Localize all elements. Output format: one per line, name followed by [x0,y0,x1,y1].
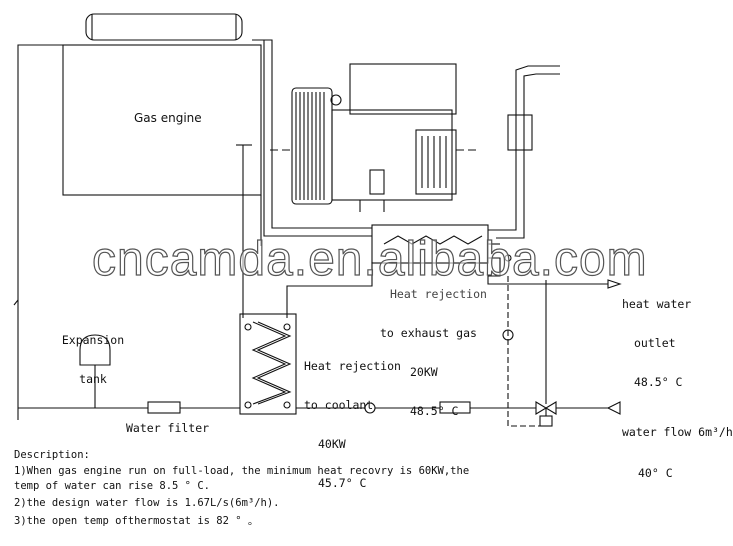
outlet-arrow [607,279,622,289]
coolant-line-2: to coolant [304,398,374,412]
description-line-1: 1)When gas engine run on full-load, the … [14,465,470,477]
exhaust-silencer [507,114,533,151]
expansion-tank-line-1: Expansion [61,333,125,347]
water-filter-label: Water filter [126,421,210,435]
inlet-arrow [606,401,621,415]
description-line-2: temp of water can rise 8.5 ° C. [14,480,210,492]
inlet-label: water flow 6m³/h 40° C [622,400,733,493]
outlet-line-2: outlet [634,336,676,350]
exhaust-heat-label: Heat rejection to exhaust gas 20KW 48.5°… [380,262,487,431]
generator-housing [349,63,457,115]
description-line-4: 3)the open temp ofthermostat is 82 ° 。 [14,515,259,527]
inlet-line-1: water flow 6m³/h [622,425,733,439]
outlet-label: heat water outlet 48.5° C [622,272,691,402]
radiator-tube [85,13,243,41]
gas-engine-block [62,44,262,196]
exhaust-line-2: to exhaust gas [380,326,477,340]
coolant-line-4: 45.7° C [318,476,367,490]
exhaust-line-3: 20KW [410,365,438,379]
description-line-3: 2)the design water flow is 1.67L/s(6m³/h… [14,497,280,509]
coolant-line-1: Heat rejection [304,359,401,373]
outlet-line-3: 48.5° C [634,375,683,389]
water-filter-symbol [147,401,181,414]
exhaust-line-1: Heat rejection [390,287,487,301]
coolant-heat-label: Heat rejection to coolant 40KW 45.7° C [304,334,401,503]
expansion-tank-symbol [79,334,111,366]
outlet-line-1: heat water [622,297,692,311]
expansion-tank-label: Expansion tank [58,308,128,399]
expansion-tank-line-2: tank [79,372,107,386]
coolant-line-3: 40KW [318,437,346,451]
thermostat-valve [535,401,548,415]
watermark: cncamda.en.alibaba.com [91,232,648,286]
description-heading: Description: [14,449,90,461]
inlet-line-2: 40° C [638,466,673,480]
exhaust-line-4: 48.5° C [410,404,459,418]
gas-engine-label: Gas engine [134,111,202,125]
heat-exchanger [239,313,297,415]
